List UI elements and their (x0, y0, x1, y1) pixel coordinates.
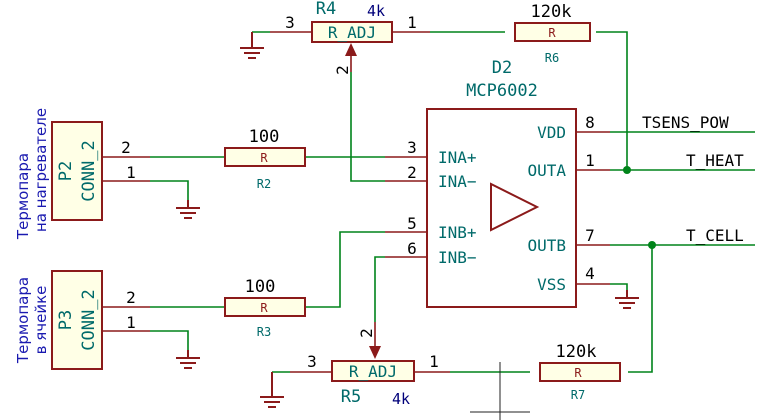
connector-p2-caption-line-2: на нагревателе (32, 108, 50, 232)
resistor-r6[interactable]: 120k R R6 (514, 2, 591, 65)
opamp-d2-pin-ina-plus-name: INA+ (438, 148, 477, 167)
resistor-r2[interactable]: 100 R R2 (224, 127, 306, 191)
resistor-r3-body (224, 297, 306, 317)
resistor-r6-body (514, 22, 591, 42)
resistor-r2-value: 100 (249, 127, 280, 147)
connector-p3-pin-2-number: 2 (126, 288, 136, 307)
connector-p2-pin-2-number: 2 (121, 138, 131, 157)
opamp-d2-pin-ina-minus-name: INA− (438, 172, 477, 191)
opamp-d2[interactable]: D2 MCP6002 3 2 5 6 8 1 7 4 INA+ INA− INB… (385, 58, 610, 308)
opamp-d2-pin-4-number: 4 (585, 264, 595, 283)
connector-p2-reference: P2 (56, 161, 76, 181)
potentiometer-r4[interactable]: 3 1 2 R_ADJ R4 4k (270, 0, 430, 75)
ground-symbols (176, 32, 639, 408)
potentiometer-r4-pin-2-number: 2 (333, 65, 352, 75)
potentiometer-r4-reference: R4 (316, 0, 336, 19)
resistor-r7-body (539, 362, 621, 382)
connector-p3-caption-line-1: Термопара (14, 277, 32, 364)
resistor-r7-symbol: R (574, 366, 582, 380)
opamp-d2-pin-5-number: 5 (407, 214, 417, 233)
connector-p2-pin-1-number: 1 (126, 163, 136, 182)
potentiometer-r4-body (311, 21, 393, 43)
opamp-d2-pin-vss-name: VSS (537, 275, 566, 294)
potentiometer-r5-symbol: R_ADJ (349, 362, 397, 381)
net-label-t-cell: T_CELL (686, 226, 744, 245)
opamp-d2-pin-2-number: 2 (407, 163, 417, 182)
wires (150, 31, 755, 420)
opamp-d2-pin-inb-minus-name: INB− (438, 248, 477, 267)
resistor-r3-reference: R3 (257, 325, 271, 339)
potentiometer-r5-pin-1-number: 1 (429, 352, 439, 371)
opamp-d2-pin-7-number: 7 (585, 226, 595, 245)
resistor-r7[interactable]: 120k R R7 (539, 342, 621, 402)
ground-symbol-r4 (240, 32, 264, 59)
potentiometer-r5-wiper-arrow (369, 346, 381, 359)
resistor-r6-reference: R6 (545, 51, 559, 65)
resistor-r2-symbol: R (260, 151, 268, 165)
junction-outb (648, 241, 656, 249)
connector-p2-value: CONN_2 (79, 140, 99, 201)
opamp-d2-pin-6-number: 6 (407, 239, 417, 258)
ground-symbol-r5 (260, 372, 284, 408)
opamp-d2-reference: D2 (492, 58, 512, 78)
potentiometer-r5-reference: R5 (341, 387, 361, 407)
opamp-d2-body (426, 108, 577, 308)
resistor-r7-value: 120k (556, 342, 597, 362)
resistor-r2-body (224, 147, 306, 167)
net-label-tsens-pow: TSENS_POW (642, 113, 729, 132)
connector-p2-caption-line-1: Термопара (14, 153, 32, 240)
resistor-r3-symbol: R (260, 301, 268, 315)
potentiometer-r5-pin-2-number: 2 (357, 328, 376, 338)
potentiometer-r5-pin-3-number: 3 (307, 352, 317, 371)
resistor-r3-value: 100 (245, 277, 276, 297)
connector-p3-reference: P3 (56, 310, 76, 330)
potentiometer-r4-pin-3-number: 3 (285, 13, 295, 32)
resistor-r7-reference: R7 (571, 388, 585, 402)
connector-p2[interactable]: 2 1 P2 CONN_2 Термопара на нагревателе (14, 108, 150, 240)
wire-p2-gnd (150, 180, 189, 207)
net-labels: TSENS_POW T_HEAT T_CELL (642, 113, 744, 245)
potentiometer-r5-body (331, 360, 415, 382)
resistor-r6-symbol: R (548, 26, 556, 40)
opamp-d2-pin-8-number: 8 (585, 113, 595, 132)
opamp-d2-value: MCP6002 (466, 81, 538, 101)
opamp-d2-pin-outa-name: OUTA (527, 161, 566, 180)
connector-p3-value: CONN_2 (79, 289, 99, 350)
connector-p3-caption-line-2: в ячейке (32, 286, 50, 355)
opamp-d2-triangle-symbol (490, 182, 540, 232)
resistor-r2-reference: R2 (257, 177, 271, 191)
ground-symbol-vss (615, 290, 639, 309)
potentiometer-r5-value: 4k (392, 390, 410, 408)
potentiometer-r4-value: 4k (367, 2, 385, 20)
connector-p3-pin-1-number: 1 (126, 313, 136, 332)
connector-p2-body (51, 121, 103, 221)
potentiometer-r4-wiper-arrow (345, 43, 357, 56)
connector-p3[interactable]: 2 1 P3 CONN_2 Термопара в ячейке (14, 270, 150, 370)
potentiometer-r4-symbol: R_ADJ (328, 23, 376, 42)
wire-r4-wiper-ina-minus (350, 72, 385, 182)
opamp-d2-pin-outb-name: OUTB (527, 236, 566, 255)
potentiometer-r4-pin-1-number: 1 (407, 13, 417, 32)
ground-symbol-p2 (176, 200, 200, 219)
net-label-t-heat: T_HEAT (686, 151, 744, 170)
opamp-d2-pin-inb-plus-name: INB+ (438, 223, 477, 242)
ground-symbol-p3 (176, 350, 200, 369)
wire-outb-r7 (628, 245, 653, 373)
opamp-d2-pin-3-number: 3 (407, 138, 417, 157)
junction-outa (623, 166, 631, 174)
wire-r3-r5-wiper (305, 231, 385, 308)
wire-vss-gnd (610, 283, 628, 297)
potentiometer-r5[interactable]: 3 1 2 R_ADJ R5 4k (290, 322, 450, 408)
resistor-r6-value: 120k (531, 2, 572, 22)
connector-p3-body (51, 270, 103, 370)
wire-p3-gnd (150, 330, 189, 357)
opamp-d2-pin-vdd-name: VDD (537, 123, 566, 142)
wire-r6-out (596, 31, 628, 170)
resistor-r3[interactable]: 100 R R3 (224, 277, 306, 339)
wire-r5-wiper-inb-minus (374, 256, 385, 322)
opamp-d2-pin-1-number: 1 (585, 151, 595, 170)
